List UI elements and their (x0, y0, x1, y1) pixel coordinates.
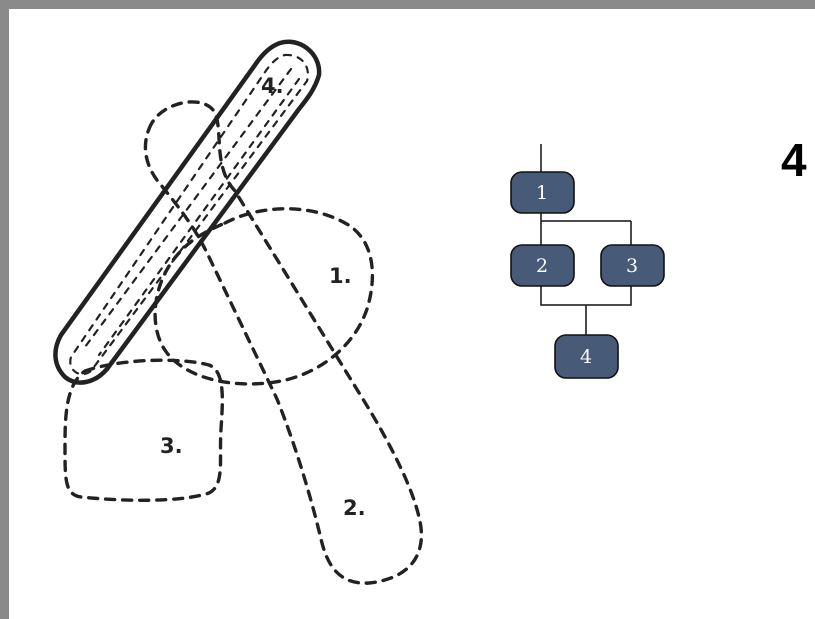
sketch-label-3: 3. (160, 434, 183, 458)
sketch-shape-2 (145, 102, 421, 583)
tree-node-label-4: 4 (580, 346, 592, 368)
sketch-label-4: 4. (261, 74, 284, 98)
sketch-label-2: 2. (343, 496, 366, 520)
sketch-diagram: 1. 2. 3. 4. 1 2 3 4 (9, 9, 815, 619)
tree-node-label-2: 2 (536, 255, 548, 277)
figure-panel: 1. 2. 3. 4. 1 2 3 4 4 (9, 9, 815, 619)
tree-diagram: 1 2 3 4 (511, 144, 664, 378)
sketch-shape-1 (155, 209, 372, 384)
tree-edge-2 (541, 285, 631, 335)
sketch-label-1: 1. (329, 264, 352, 288)
tree-edge-1 (541, 212, 631, 245)
page-number: 4 (781, 137, 807, 183)
tree-node-label-1: 1 (536, 182, 548, 204)
tree-node-label-3: 3 (626, 255, 638, 277)
